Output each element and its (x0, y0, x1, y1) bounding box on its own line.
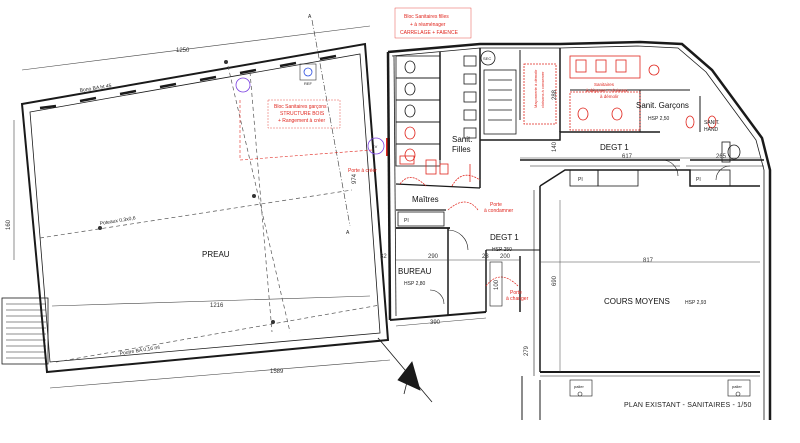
palier-boxes (569, 379, 751, 397)
degt1-mid-label: DEGT 1 (490, 233, 519, 242)
preau-label: PREAU (202, 250, 230, 259)
ev-label: EV (372, 144, 378, 149)
central-shaft (483, 63, 557, 135)
dim-100: 100 (494, 279, 500, 290)
ref-label: REF (304, 81, 313, 86)
dim-279: 279 (524, 345, 530, 356)
dim-974: 974 (352, 173, 358, 184)
building-walls (386, 40, 772, 420)
sanit-garcons-label: Sanit. Garçons (636, 101, 689, 110)
sanit-hand-label-1: SANIT. (704, 120, 720, 126)
girls-cubicles (395, 50, 496, 167)
svg-text:Sanitaires: Sanitaires (594, 82, 615, 87)
bloc-filles-box: Bloc Sanitaires filles + à réaménager CA… (394, 7, 472, 39)
preau-outline (1, 42, 390, 374)
svg-text:à démolir: à démolir (600, 94, 619, 99)
porte-condamner-label-1: Porte (490, 202, 502, 208)
sanit-filles-label-1: Sanit. (452, 135, 472, 144)
door-arcs (429, 159, 731, 305)
svg-text:à déposer + cloisons: à déposer + cloisons (586, 88, 628, 93)
ev-circle (367, 137, 385, 155)
section-line-a (311, 19, 351, 227)
beam-bottom-label: Poutre BA 0,16 ml (119, 345, 160, 357)
dim-23: 23 (482, 254, 489, 260)
dim-200: 200 (500, 254, 511, 260)
dim-617: 617 (622, 154, 633, 160)
maitres-label: Maîtres (412, 195, 439, 204)
section-a-top: A (308, 14, 312, 20)
porte-condamner-label-2: à condamner (484, 208, 514, 214)
beam-top-label: Bono BA ht 45 (79, 83, 112, 94)
palier-label-2: palier (732, 384, 742, 389)
sanitaires-deposer-box: Sanitaires à déposer + cloisons à démoli… (586, 82, 628, 99)
bureau-hsp-label: HSP 2,80 (404, 281, 426, 287)
red-doors (447, 201, 519, 287)
ref-symbol (299, 63, 317, 81)
palier-label-1: palier (574, 384, 584, 389)
dim-160: 160 (6, 219, 12, 230)
garcons-zone-dashed (239, 100, 373, 161)
pi-boxes (397, 169, 731, 227)
sec-label: SEC (483, 56, 491, 61)
marker-circle-top (235, 77, 251, 93)
porte-creer-label: Porte à créer (348, 168, 377, 174)
north-arrow (377, 337, 433, 403)
svg-text:Bloc Sanitaires filles: Bloc Sanitaires filles (404, 14, 449, 20)
girls-red-fixtures (399, 155, 481, 187)
dim-32: 32 (380, 254, 387, 260)
pi-label-1: PI (404, 218, 409, 224)
svg-text:Bloc Sanitaires garçons: Bloc Sanitaires garçons (274, 104, 327, 110)
porte-changer-label-1: Porte (510, 290, 522, 296)
cab-box (489, 261, 503, 307)
cours-moyens-label: COURS MOYENS (604, 297, 670, 306)
plan-title: PLAN EXISTANT - SANITAIRES - 1/50 (624, 402, 752, 409)
preau-dimension-lines (13, 25, 391, 389)
beam-middle-label: Poteaux 0,3x0,6 (99, 215, 136, 227)
preau-columns (98, 60, 275, 324)
preau-beams (39, 65, 381, 363)
pi-label-3: PI (696, 177, 701, 183)
dim-390: 390 (430, 320, 441, 326)
svg-text:+ Rangement à créer: + Rangement à créer (278, 118, 325, 124)
dim-1589: 1589 (270, 369, 284, 375)
dim-690: 690 (552, 275, 558, 286)
maconnerie-label-1: Maçonnerie à démolir (533, 69, 538, 108)
dim-140: 140 (552, 141, 558, 152)
sanit-filles-label-2: Filles (452, 145, 471, 154)
svg-text:+ à réaménager: + à réaménager (410, 22, 446, 28)
dim-1250: 1250 (176, 48, 190, 54)
degt1-top-label: DEGT 1 (600, 143, 629, 152)
bureau-label: BUREAU (398, 267, 432, 276)
sanit-hand-label-2: HAND (704, 127, 719, 133)
porte-changer-label-2: à changer (506, 296, 529, 302)
dim-288: 288 (552, 89, 558, 100)
bloc-garcons-box: Bloc Sanitaires garçons STRUCTURE BOIS +… (267, 99, 341, 129)
dim-817: 817 (643, 258, 654, 264)
degt1-hsp-label: HSP 250 (492, 247, 512, 253)
pi-label-2: PI (578, 177, 583, 183)
boys-red-fixtures (569, 55, 717, 131)
cours-moyens-hsp-label: HSP 2,93 (685, 300, 707, 306)
building-dimension-lines (395, 157, 760, 372)
boys-black-fixtures (721, 141, 741, 163)
svg-text:CARRELAGE + FAIENCE: CARRELAGE + FAIENCE (400, 30, 459, 36)
garcons-hsp-label: HSP 2,50 (648, 116, 670, 122)
dim-1216: 1216 (210, 303, 224, 309)
dim-265: 265 (716, 154, 727, 160)
dim-290: 290 (428, 254, 439, 260)
section-a-bottom: A (346, 230, 350, 236)
maconnerie-label-2: cloisons à conserver (540, 71, 545, 108)
svg-text:STRUCTURE BOIS: STRUCTURE BOIS (280, 111, 325, 117)
